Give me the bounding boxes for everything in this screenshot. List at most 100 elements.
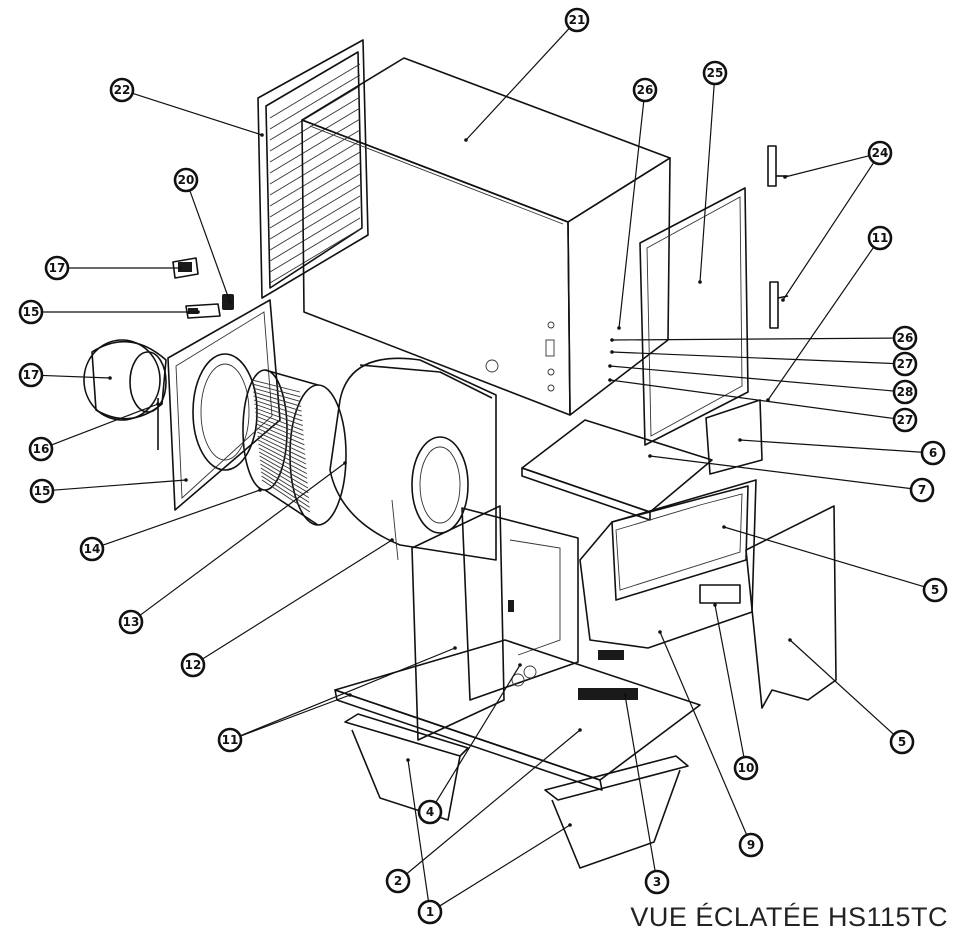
leader-line-4 (435, 664, 521, 803)
leader-tip-12 (390, 538, 394, 542)
leader-tip-11 (453, 646, 457, 650)
leader-tip-15 (184, 478, 188, 482)
leader-tip-24 (781, 298, 785, 302)
support-rails-1 (344, 713, 689, 869)
callout-label: 11 (872, 231, 889, 245)
leader-tip-4 (518, 663, 522, 667)
callout-circle (889, 729, 915, 755)
callout-26: 26 (892, 325, 918, 351)
callout-circle (79, 536, 105, 562)
callout-circle (44, 255, 70, 281)
callout-label: 20 (178, 173, 195, 187)
callout-label: 28 (897, 385, 914, 399)
base-plate-2 (334, 639, 701, 791)
callout-label: 10 (738, 761, 755, 775)
diagram-title: VUE ÉCLATÉE HS115TC (630, 902, 948, 932)
leader-line-25 (699, 83, 715, 283)
callout-6: 6 (920, 440, 946, 466)
cabinet-box (301, 57, 671, 416)
leader-tip-27 (610, 350, 614, 354)
callout-label: 26 (897, 331, 914, 345)
callout-26: 26 (632, 77, 658, 103)
leader-line-26 (611, 337, 895, 341)
leader-tip-24 (783, 175, 787, 179)
leader-line-6 (739, 439, 923, 453)
callout-label: 2 (394, 874, 402, 888)
callout-label: 25 (707, 66, 724, 80)
callout-label: 3 (653, 875, 661, 889)
callout-circle (892, 325, 918, 351)
callout-28: 28 (892, 379, 918, 405)
callout-5: 5 (922, 577, 948, 603)
callout-circle (892, 351, 918, 377)
callout-21: 21 (564, 7, 590, 33)
leader-line-27 (611, 351, 895, 365)
callout-22: 22 (109, 77, 135, 103)
leader-tip-1 (406, 758, 410, 762)
leader-tip-10 (713, 603, 717, 607)
leader-tip-22 (260, 133, 264, 137)
callout-13: 13 (118, 609, 144, 635)
callout-9: 9 (738, 832, 764, 858)
part-drawings (83, 39, 837, 869)
component-17-top (172, 257, 199, 279)
leader-line-24 (782, 161, 875, 301)
leader-line-20 (189, 190, 231, 303)
leader-tip-26 (610, 338, 614, 342)
callout-circle (733, 755, 759, 781)
callout-circle (909, 477, 935, 503)
callout-circle (920, 440, 946, 466)
leader-lines (41, 27, 925, 907)
callout-17: 17 (18, 362, 44, 388)
leader-tip-21 (464, 138, 468, 142)
callout-label: 17 (49, 261, 66, 275)
callout-label: 24 (872, 146, 889, 160)
callout-1: 1 (417, 899, 443, 925)
callout-10: 10 (733, 755, 759, 781)
callout-circle (28, 436, 54, 462)
callout-label: 17 (23, 368, 40, 382)
leader-line-9 (659, 631, 748, 836)
callout-circle (644, 869, 670, 895)
panel-6 (705, 399, 763, 475)
leader-tip-15 (196, 310, 200, 314)
leader-line-1 (407, 759, 430, 902)
callout-label: 14 (84, 542, 101, 556)
leader-line-24 (784, 155, 870, 178)
callout-circle (632, 77, 658, 103)
leader-line-17 (41, 374, 111, 379)
leader-tip-1 (568, 823, 572, 827)
callout-11: 11 (867, 225, 893, 251)
brackets (767, 145, 789, 329)
callout-15: 15 (29, 478, 55, 504)
motor-17 (83, 339, 167, 421)
callout-circle (738, 832, 764, 858)
leader-tip-16 (156, 402, 160, 406)
callout-14: 14 (79, 536, 105, 562)
leader-tip-7 (648, 454, 652, 458)
leader-tip-2 (578, 728, 582, 732)
blower-housing (329, 357, 497, 561)
callout-circle (173, 167, 199, 193)
leader-line-3 (624, 694, 656, 872)
callout-20: 20 (173, 167, 199, 193)
leader-line-26 (618, 100, 645, 329)
leader-tip-6 (738, 438, 742, 442)
leader-tip-3 (623, 693, 627, 697)
leader-line-11 (239, 647, 456, 737)
callout-circle (109, 77, 135, 103)
callout-label: 9 (747, 838, 755, 852)
leader-tip-13 (343, 461, 347, 465)
leader-line-27 (609, 379, 895, 420)
callout-circle (564, 7, 590, 33)
switch-20 (222, 294, 234, 310)
callout-label: 13 (123, 615, 140, 629)
callout-2: 2 (385, 868, 411, 894)
leader-tip-28 (608, 364, 612, 368)
callout-circle (18, 362, 44, 388)
callout-circle (867, 225, 893, 251)
callout-label: 4 (426, 805, 434, 819)
leader-tip-11 (348, 693, 352, 697)
callout-3: 3 (644, 869, 670, 895)
